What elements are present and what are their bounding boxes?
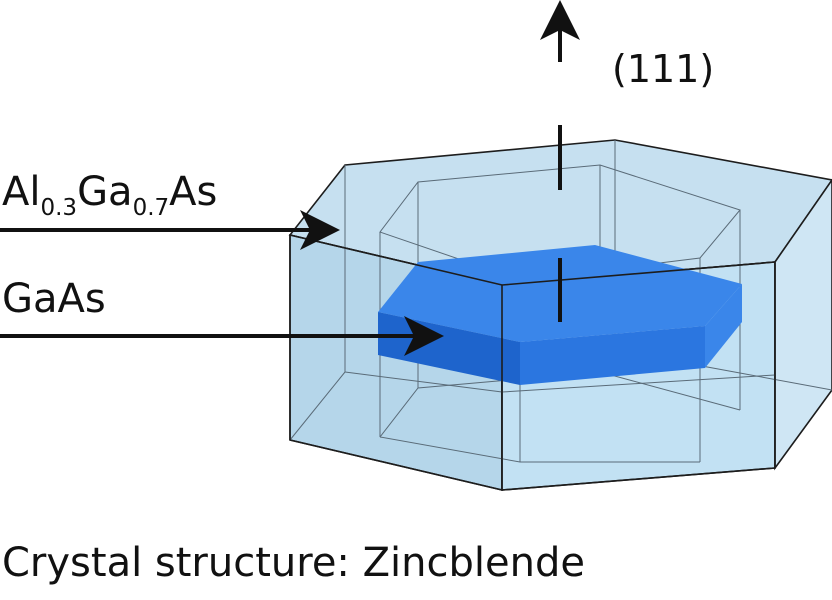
barrier-base-1: Al [2,169,40,215]
barrier-base-3: As [169,169,217,215]
caption: Crystal structure: Zincblende [2,540,585,586]
barrier-sub-2: 0.7 [133,195,170,221]
barrier-sub-1: 0.3 [40,195,77,221]
direction-label: (111) [612,47,714,91]
well-side-right [520,326,705,385]
well-label-group: GaAs [0,276,444,356]
shell-front-edges [289,234,776,491]
barrier-base-2: Ga [77,169,133,215]
well-label: GaAs [2,276,106,322]
barrier-label: Al0.3Ga0.7As [2,169,217,221]
growth-axis: (111) [540,0,714,322]
well-side-far [705,284,742,368]
barrier-label-group: Al0.3Ga0.7As [0,169,340,250]
